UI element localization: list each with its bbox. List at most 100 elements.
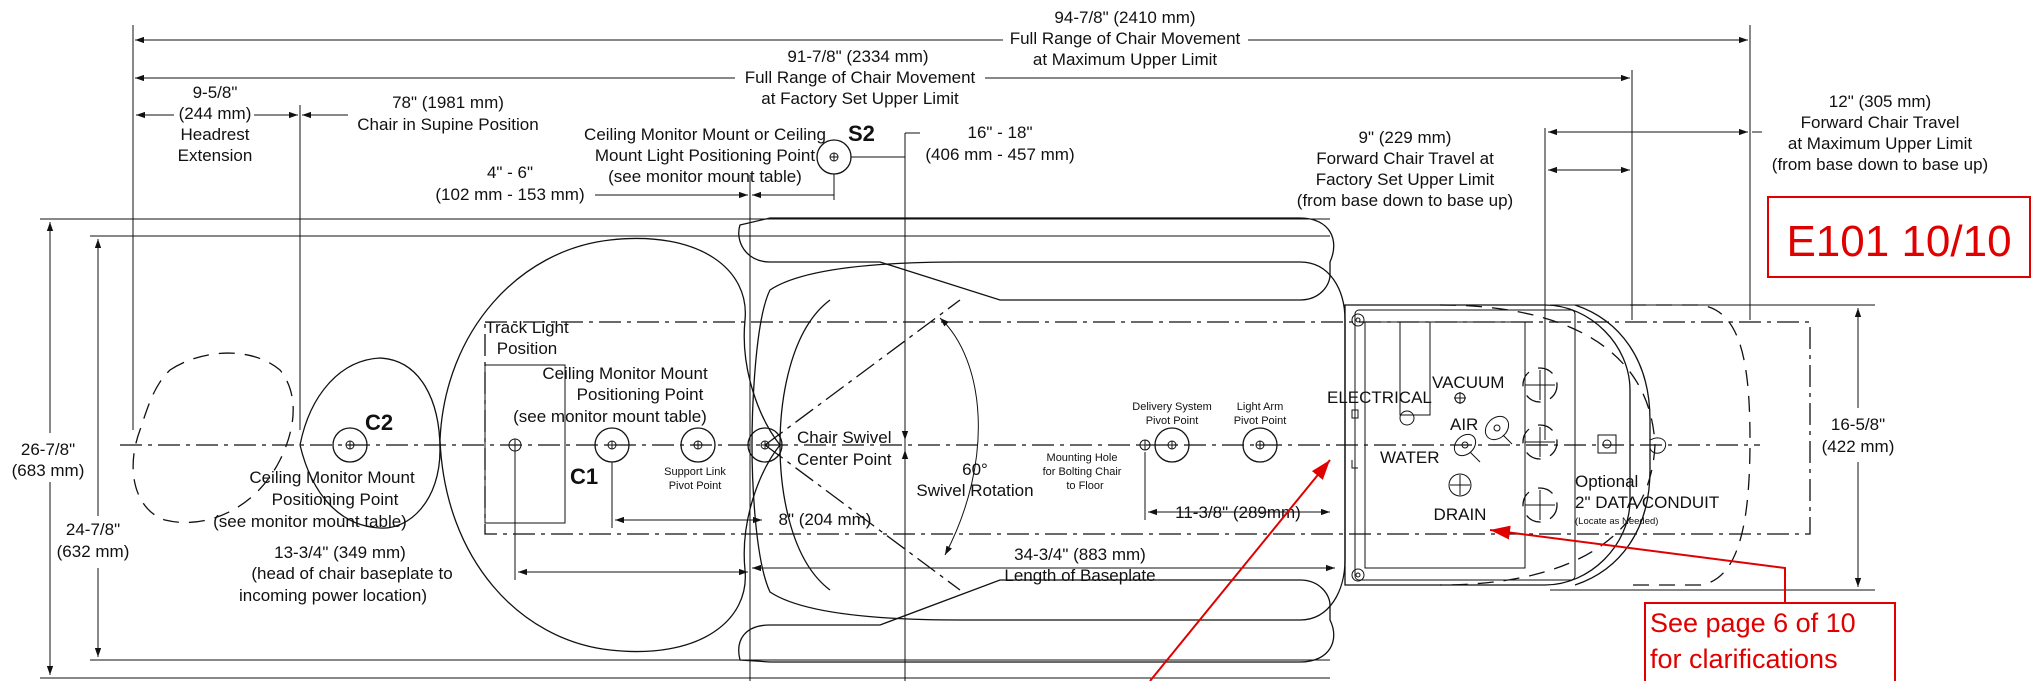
optional-1: Optional <box>1575 472 1638 491</box>
dimension-head-power: 13-3/4" (349 mm) (head of chair baseplat… <box>239 451 748 605</box>
dim-16-18-1: 16" - 18" <box>968 123 1033 142</box>
mounting-hole-1: Mounting Hole <box>1047 452 1118 464</box>
water-label: WATER <box>1380 448 1440 467</box>
drain-icon <box>1448 473 1472 497</box>
dim-nine-2: Forward Chair Travel at <box>1316 149 1494 168</box>
dimension-ceiling-s2: Ceiling Monitor Mount or Ceiling Mount L… <box>584 121 905 186</box>
dim-width-outer-1: 26-7/8" <box>21 440 75 459</box>
dim-width-outer-2: (683 mm) <box>12 461 85 480</box>
delivery-point-icon <box>1154 427 1190 463</box>
swivel-rotation-2: Swivel Rotation <box>916 481 1033 500</box>
track-light-2: Position <box>497 339 557 358</box>
track-light-1: Track Light <box>485 318 569 337</box>
electrical-junction-icon <box>1351 409 1359 469</box>
dimension-right-width: 16-5/8" (422 mm) <box>1550 304 1895 591</box>
dim-four-six-1: 4" - 6" <box>487 163 533 182</box>
dim-nine-4: (from base down to base up) <box>1297 191 1513 210</box>
light-arm-group: Light Arm Pivot Point <box>1234 401 1287 463</box>
dim-nine-3: Factory Set Upper Limit <box>1316 170 1495 189</box>
dim-headrest-3: Headrest <box>181 125 250 144</box>
track-light-group: Track Light Position <box>485 318 569 452</box>
dimension-mount-hole: 11-3/8" (289mm) <box>1144 452 1330 522</box>
dim-head-power-2: (head of chair baseplate to <box>251 564 452 583</box>
dim-baseplate-1: 34-3/4" (883 mm) <box>1014 545 1146 564</box>
dimension-nine-in: 9" (229 mm) Forward Chair Travel at Fact… <box>1297 128 1630 440</box>
connector-bottom-icon <box>1522 487 1558 523</box>
delivery-2: Pivot Point <box>1146 415 1199 427</box>
dim-mount-hole: 11-3/8" (289mm) <box>1175 503 1301 522</box>
water-fitting-icon <box>1453 433 1481 463</box>
dim-headrest-2: (244 mm) <box>179 104 252 123</box>
s2-label-1: Ceiling Monitor Mount or Ceiling <box>584 125 826 144</box>
dim-headrest-1: 9-5/8" <box>193 83 238 102</box>
dim-twelve-2: Forward Chair Travel <box>1801 113 1960 132</box>
dim-full-factory-3: at Factory Set Upper Limit <box>761 89 959 108</box>
c1-label: C1 <box>570 464 598 489</box>
connector-top-icon <box>1522 367 1558 403</box>
support-link-group: Support Link Pivot Point <box>664 427 726 492</box>
dim-width-inner-2: (632 mm) <box>57 542 130 561</box>
dim-headrest-4: Extension <box>178 146 253 165</box>
dimension-width-inner: 24-7/8" (632 mm) <box>57 235 1330 661</box>
dimension-sixteen-eighteen: 16" - 18" (406 mm - 457 mm) <box>904 123 1075 681</box>
page-label: E101 10/10 <box>1767 196 2031 278</box>
connector-mid-icon <box>1522 424 1558 460</box>
delivery-group: Delivery System Pivot Point <box>1132 401 1212 463</box>
dim-supine-1: 78" (1981 mm) <box>392 93 504 112</box>
dim-right-width-1: 16-5/8" <box>1831 415 1885 434</box>
light-arm-1: Light Arm <box>1237 401 1283 413</box>
mounting-hole-2: for Bolting Chair <box>1043 466 1122 478</box>
dim-16-18-2: (406 mm - 457 mm) <box>925 145 1074 164</box>
dim-right-width-2: (422 mm) <box>1822 437 1895 456</box>
c2-point-icon <box>332 427 368 463</box>
light-arm-2: Pivot Point <box>1234 415 1287 427</box>
data-conduit-icon <box>1597 434 1617 454</box>
swivel-group: Chair Swivel Center Point 60° Swivel Rot… <box>747 299 1034 591</box>
electrical-label: ELECTRICAL <box>1327 388 1432 407</box>
dimension-full-factory: 91-7/8" (2334 mm) Full Range of Chair Mo… <box>135 47 1633 320</box>
c2-desc-3: (see monitor mount table) <box>213 512 407 531</box>
c2-group: C2 Ceiling Monitor Mount Positioning Poi… <box>213 410 415 531</box>
mounting-hole-group: Mounting Hole for Bolting Chair to Floor <box>1043 439 1151 492</box>
callout-line-1: See page 6 of 10 <box>1650 608 1856 638</box>
delivery-1: Delivery System <box>1132 401 1211 413</box>
c2-desc-2: Positioning Point <box>272 490 399 509</box>
optional-3: (Locate as Needed) <box>1575 516 1658 527</box>
c1-desc-2: Positioning Point <box>577 385 704 404</box>
dim-full-factory-1: 91-7/8" (2334 mm) <box>787 47 928 66</box>
swivel-center-icon <box>747 427 783 463</box>
dim-full-max-3: at Maximum Upper Limit <box>1033 50 1217 69</box>
vacuum-label: VACUUM <box>1432 373 1504 392</box>
base-box <box>1344 304 1751 586</box>
dimension-eight-in: 8" (204 mm) <box>611 462 872 529</box>
dim-four-six-2: (102 mm - 153 mm) <box>435 185 584 204</box>
swivel-center-2: Center Point <box>797 450 892 469</box>
c1-group: C1 Ceiling Monitor Mount Positioning Poi… <box>513 364 708 489</box>
dim-supine-2: Chair in Supine Position <box>357 115 538 134</box>
dimension-four-six: 4" - 6" (102 mm - 153 mm) <box>435 163 835 681</box>
air-fitting-icon <box>1484 415 1513 445</box>
power-icon <box>1399 410 1415 426</box>
light-arm-point-icon <box>1242 427 1278 463</box>
optional-2: 2" DATA CONDUIT <box>1575 493 1719 512</box>
dim-nine-1: 9" (229 mm) <box>1359 128 1452 147</box>
c2-label: C2 <box>365 410 393 435</box>
dimension-full-max: 94-7/8" (2410 mm) Full Range of Chair Mo… <box>132 8 1751 430</box>
c1-desc-3: (see monitor mount table) <box>513 407 707 426</box>
dimension-supine: 78" (1981 mm) Chair in Supine Position <box>302 93 539 134</box>
dim-full-factory-2: Full Range of Chair Movement <box>745 68 976 87</box>
utility-labels: ELECTRICAL VACUUM AIR WATER DRAIN Option… <box>1327 373 1719 527</box>
mounting-hole-3: to Floor <box>1066 480 1104 492</box>
dim-twelve-3: at Maximum Upper Limit <box>1788 134 1972 153</box>
dim-eight: 8" (204 mm) <box>779 510 872 529</box>
drain-label: DRAIN <box>1434 505 1487 524</box>
conduit-symbol-icon <box>1649 437 1667 454</box>
s2-label-2: Mount Light Positioning Point <box>595 146 815 165</box>
swivel-center-1: Chair Swivel <box>797 428 891 447</box>
s2-label-3: (see monitor mount table) <box>608 167 802 186</box>
dimension-baseplate: 34-3/4" (883 mm) Length of Baseplate <box>752 545 1335 585</box>
page-label-text: E101 10/10 <box>1786 217 2011 266</box>
c1-desc-1: Ceiling Monitor Mount <box>542 364 708 383</box>
dim-full-max-1: 94-7/8" (2410 mm) <box>1054 8 1195 27</box>
